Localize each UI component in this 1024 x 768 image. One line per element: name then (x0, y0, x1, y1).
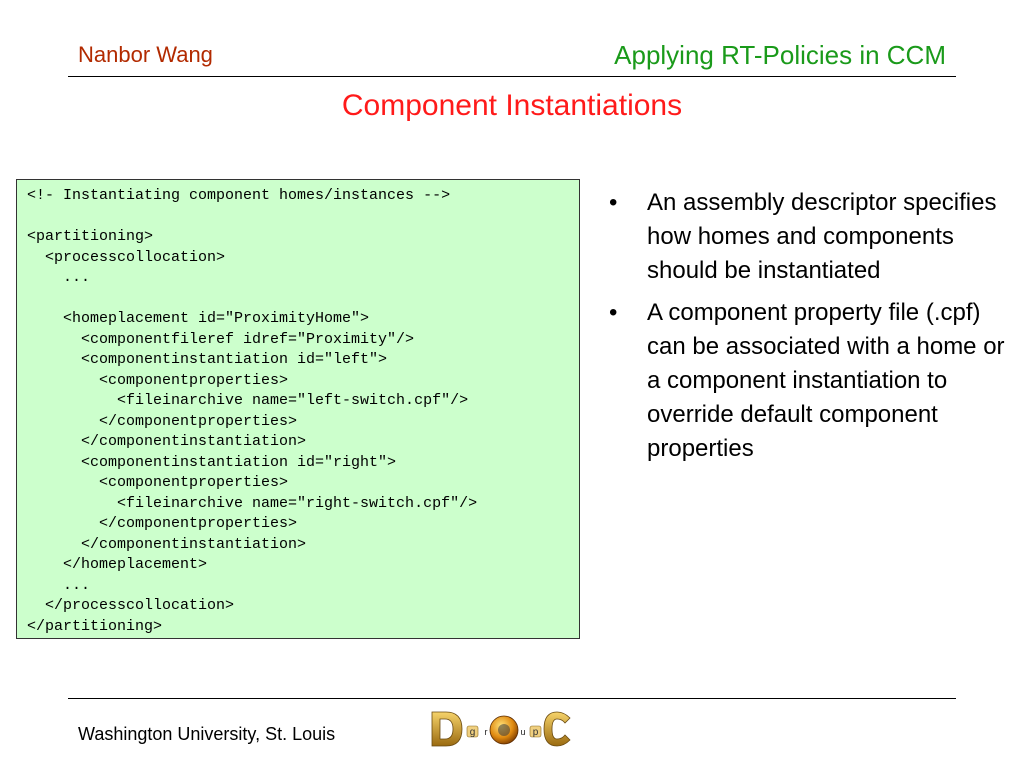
footer-divider (68, 698, 956, 699)
code-line: <componentinstantiation id="left"> (27, 351, 388, 368)
slide-title: Component Instantiations (341, 89, 683, 122)
code-line: </componentproperties> (27, 515, 298, 532)
code-line: </processcollocation> (27, 597, 235, 614)
code-line: <fileinarchive name="left-switch.cpf"/> (27, 392, 469, 409)
bullet-list: • An assembly descriptor specifies how h… (606, 186, 1014, 474)
code-line: <fileinarchive name="right-switch.cpf"/> (27, 494, 478, 512)
code-line: <componentproperties> (27, 474, 289, 491)
svg-text:p: p (533, 727, 539, 738)
bullet-item: • A component property file (.cpf) can b… (606, 296, 1014, 466)
code-line: ... (27, 576, 91, 594)
svg-text:r: r (485, 727, 488, 737)
code-line: <partitioning> (27, 228, 154, 245)
bullet-item: • An assembly descriptor specifies how h… (606, 186, 1014, 288)
footer-institution: Washington University, St. Louis (78, 724, 336, 744)
code-line: <componentinstantiation id="right"> (27, 453, 397, 471)
code-line: <homeplacement id="ProximityHome"> (27, 310, 370, 327)
code-line: </partitioning> (27, 617, 163, 635)
svg-text:g: g (470, 727, 476, 738)
code-line: <!- Instantiating component homes/instan… (27, 187, 451, 204)
bullet-text: An assembly descriptor specifies how hom… (647, 189, 997, 284)
doc-group-logo: g r u p (431, 711, 571, 747)
bullet-dot: • (609, 299, 618, 326)
bullet-text: A component property file (.cpf) can be … (647, 299, 1005, 462)
code-line: </componentproperties> (27, 412, 298, 430)
code-line: ... (27, 269, 91, 286)
code-line: <componentfileref idref="Proximity"/> (27, 330, 415, 348)
code-listing: <!- Instantiating component homes/instan… (17, 180, 579, 637)
code-line: <processcollocation> (27, 248, 226, 266)
code-line: </componentinstantiation> (27, 535, 307, 553)
header-divider (68, 76, 956, 77)
svg-text:u: u (520, 727, 525, 737)
code-line: <componentproperties> (27, 371, 289, 389)
code-listing-box: <!- Instantiating component homes/instan… (16, 179, 580, 639)
code-line: </componentinstantiation> (27, 433, 307, 450)
code-line: </homeplacement> (27, 556, 208, 573)
author-name: Nanbor Wang (78, 42, 213, 67)
bullet-dot: • (609, 189, 618, 216)
deck-title: Applying RT-Policies in CCM (614, 40, 946, 70)
